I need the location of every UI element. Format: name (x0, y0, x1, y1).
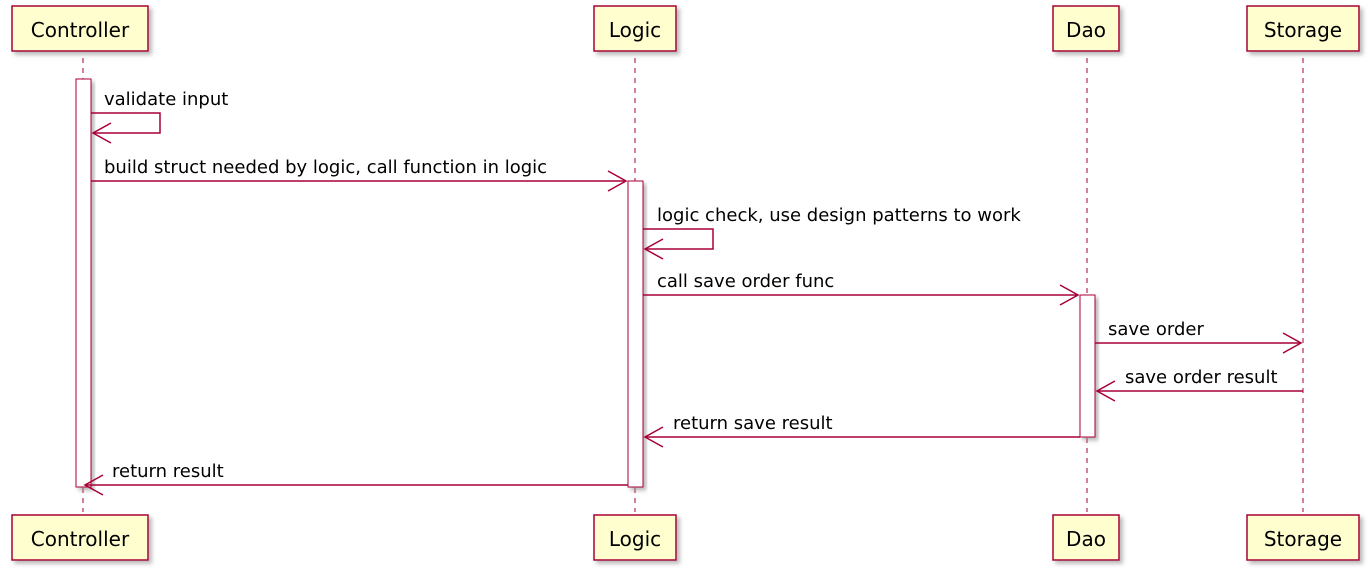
message-label: call save order func (657, 271, 834, 292)
activation-logic (627, 180, 644, 488)
message-build-struct: build struct needed by logic, call funct… (91, 157, 628, 192)
message-label: validate input (104, 89, 228, 110)
message-label: return result (112, 461, 224, 482)
arrowhead (607, 170, 628, 192)
activation-dao (1079, 294, 1096, 438)
participant-label: Dao (1066, 18, 1106, 42)
activation-controller (75, 78, 92, 488)
participant-dao-bottom: Dao (1052, 514, 1120, 561)
participant-dao-top: Dao (1052, 5, 1120, 52)
arrowhead (1095, 380, 1116, 402)
message-validate-input: validate input (91, 89, 228, 144)
message-label: save order (1108, 319, 1204, 340)
participant-controller-top: Controller (11, 5, 149, 52)
participant-label: Controller (31, 18, 130, 42)
message-label: return save result (673, 413, 833, 434)
participant-controller-bottom: Controller (11, 514, 149, 561)
arrowhead (643, 426, 664, 448)
participant-label: Storage (1264, 18, 1342, 42)
message-return-save-result: return save result (643, 413, 1080, 448)
message-label: save order result (1125, 367, 1278, 388)
message-logic-check: logic check, use design patterns to work (643, 205, 1021, 260)
participant-storage-top: Storage (1246, 5, 1360, 52)
message-label: logic check, use design patterns to work (657, 205, 1021, 226)
arrowhead (1059, 284, 1080, 306)
arrowhead (83, 474, 104, 496)
arrowhead (1282, 332, 1303, 354)
message-save-order: save order (1095, 319, 1303, 354)
participant-storage-bottom: Storage (1246, 514, 1360, 561)
participant-label: Logic (609, 18, 661, 42)
participant-label: Logic (609, 527, 661, 551)
message-return-result: return result (83, 461, 628, 496)
participant-logic-bottom: Logic (593, 514, 677, 561)
arrowhead (91, 122, 112, 144)
participant-label: Dao (1066, 527, 1106, 551)
arrowhead (643, 238, 664, 260)
participant-label: Controller (31, 527, 130, 551)
participant-logic-top: Logic (593, 5, 677, 52)
participant-label: Storage (1264, 527, 1342, 551)
message-call-save-order-func: call save order func (643, 271, 1080, 306)
message-save-order-result: save order result (1095, 367, 1303, 402)
message-label: build struct needed by logic, call funct… (104, 157, 547, 178)
